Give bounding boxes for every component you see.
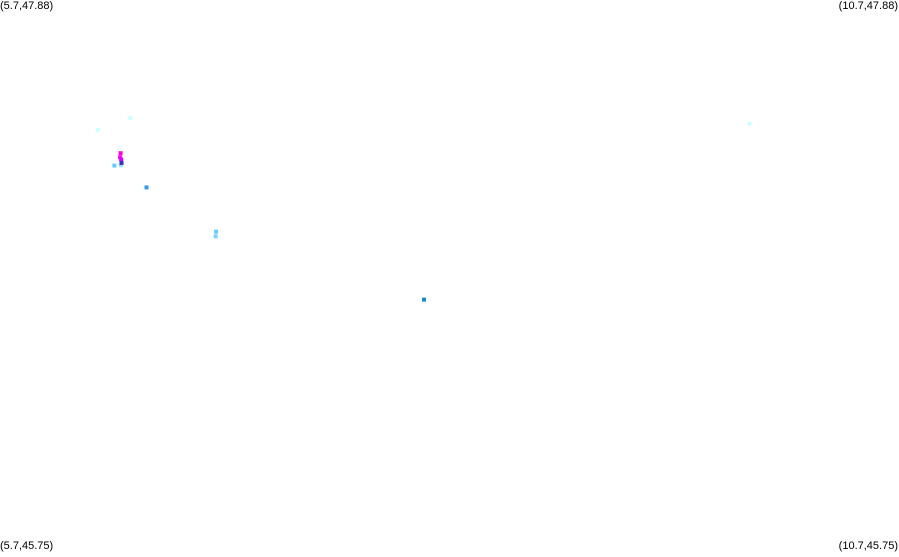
corner-coordinate-bottom-right: (10.7,45.75) <box>838 540 898 552</box>
map-point <box>118 151 123 156</box>
map-point <box>118 163 123 168</box>
map-point <box>112 163 117 168</box>
map-point <box>213 234 218 239</box>
corner-coordinate-top-right: (10.7,47.88) <box>838 0 898 12</box>
map-point <box>119 161 124 165</box>
map-point <box>214 229 219 234</box>
map-point <box>747 121 752 126</box>
map-point <box>128 115 133 120</box>
map-point <box>422 297 426 302</box>
map-point <box>95 127 100 132</box>
map-point <box>118 155 123 160</box>
map-point <box>119 157 124 162</box>
corner-coordinate-top-left: (5.7,47.88) <box>0 0 54 12</box>
corner-coordinate-bottom-left: (5.7,45.75) <box>0 540 54 552</box>
map-point <box>144 185 149 190</box>
